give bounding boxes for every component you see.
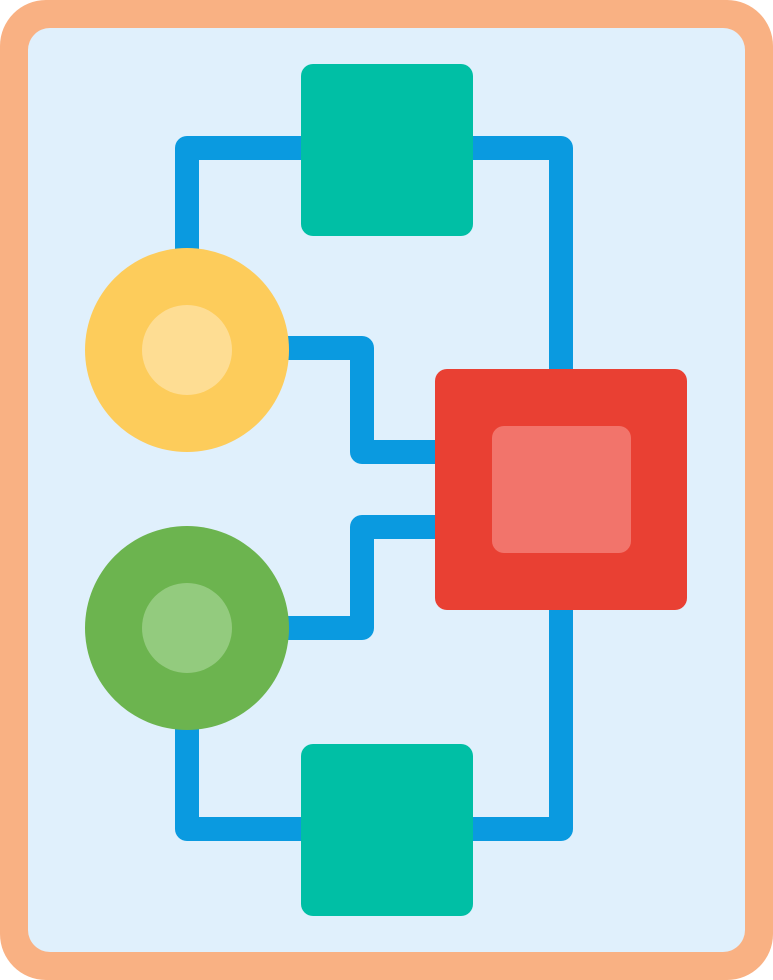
connector-green-to-hub	[286, 515, 438, 640]
process-box-bottom	[301, 744, 473, 916]
connector-yellow-to-hub	[286, 336, 438, 464]
connector-lines	[175, 136, 573, 841]
process-box-top	[301, 64, 473, 236]
connector-bottom-loop	[175, 608, 573, 841]
connector-top-loop	[175, 136, 573, 372]
yellow-node-inner	[142, 305, 232, 395]
hub-box-inner	[492, 426, 631, 553]
green-node-inner	[142, 583, 232, 673]
